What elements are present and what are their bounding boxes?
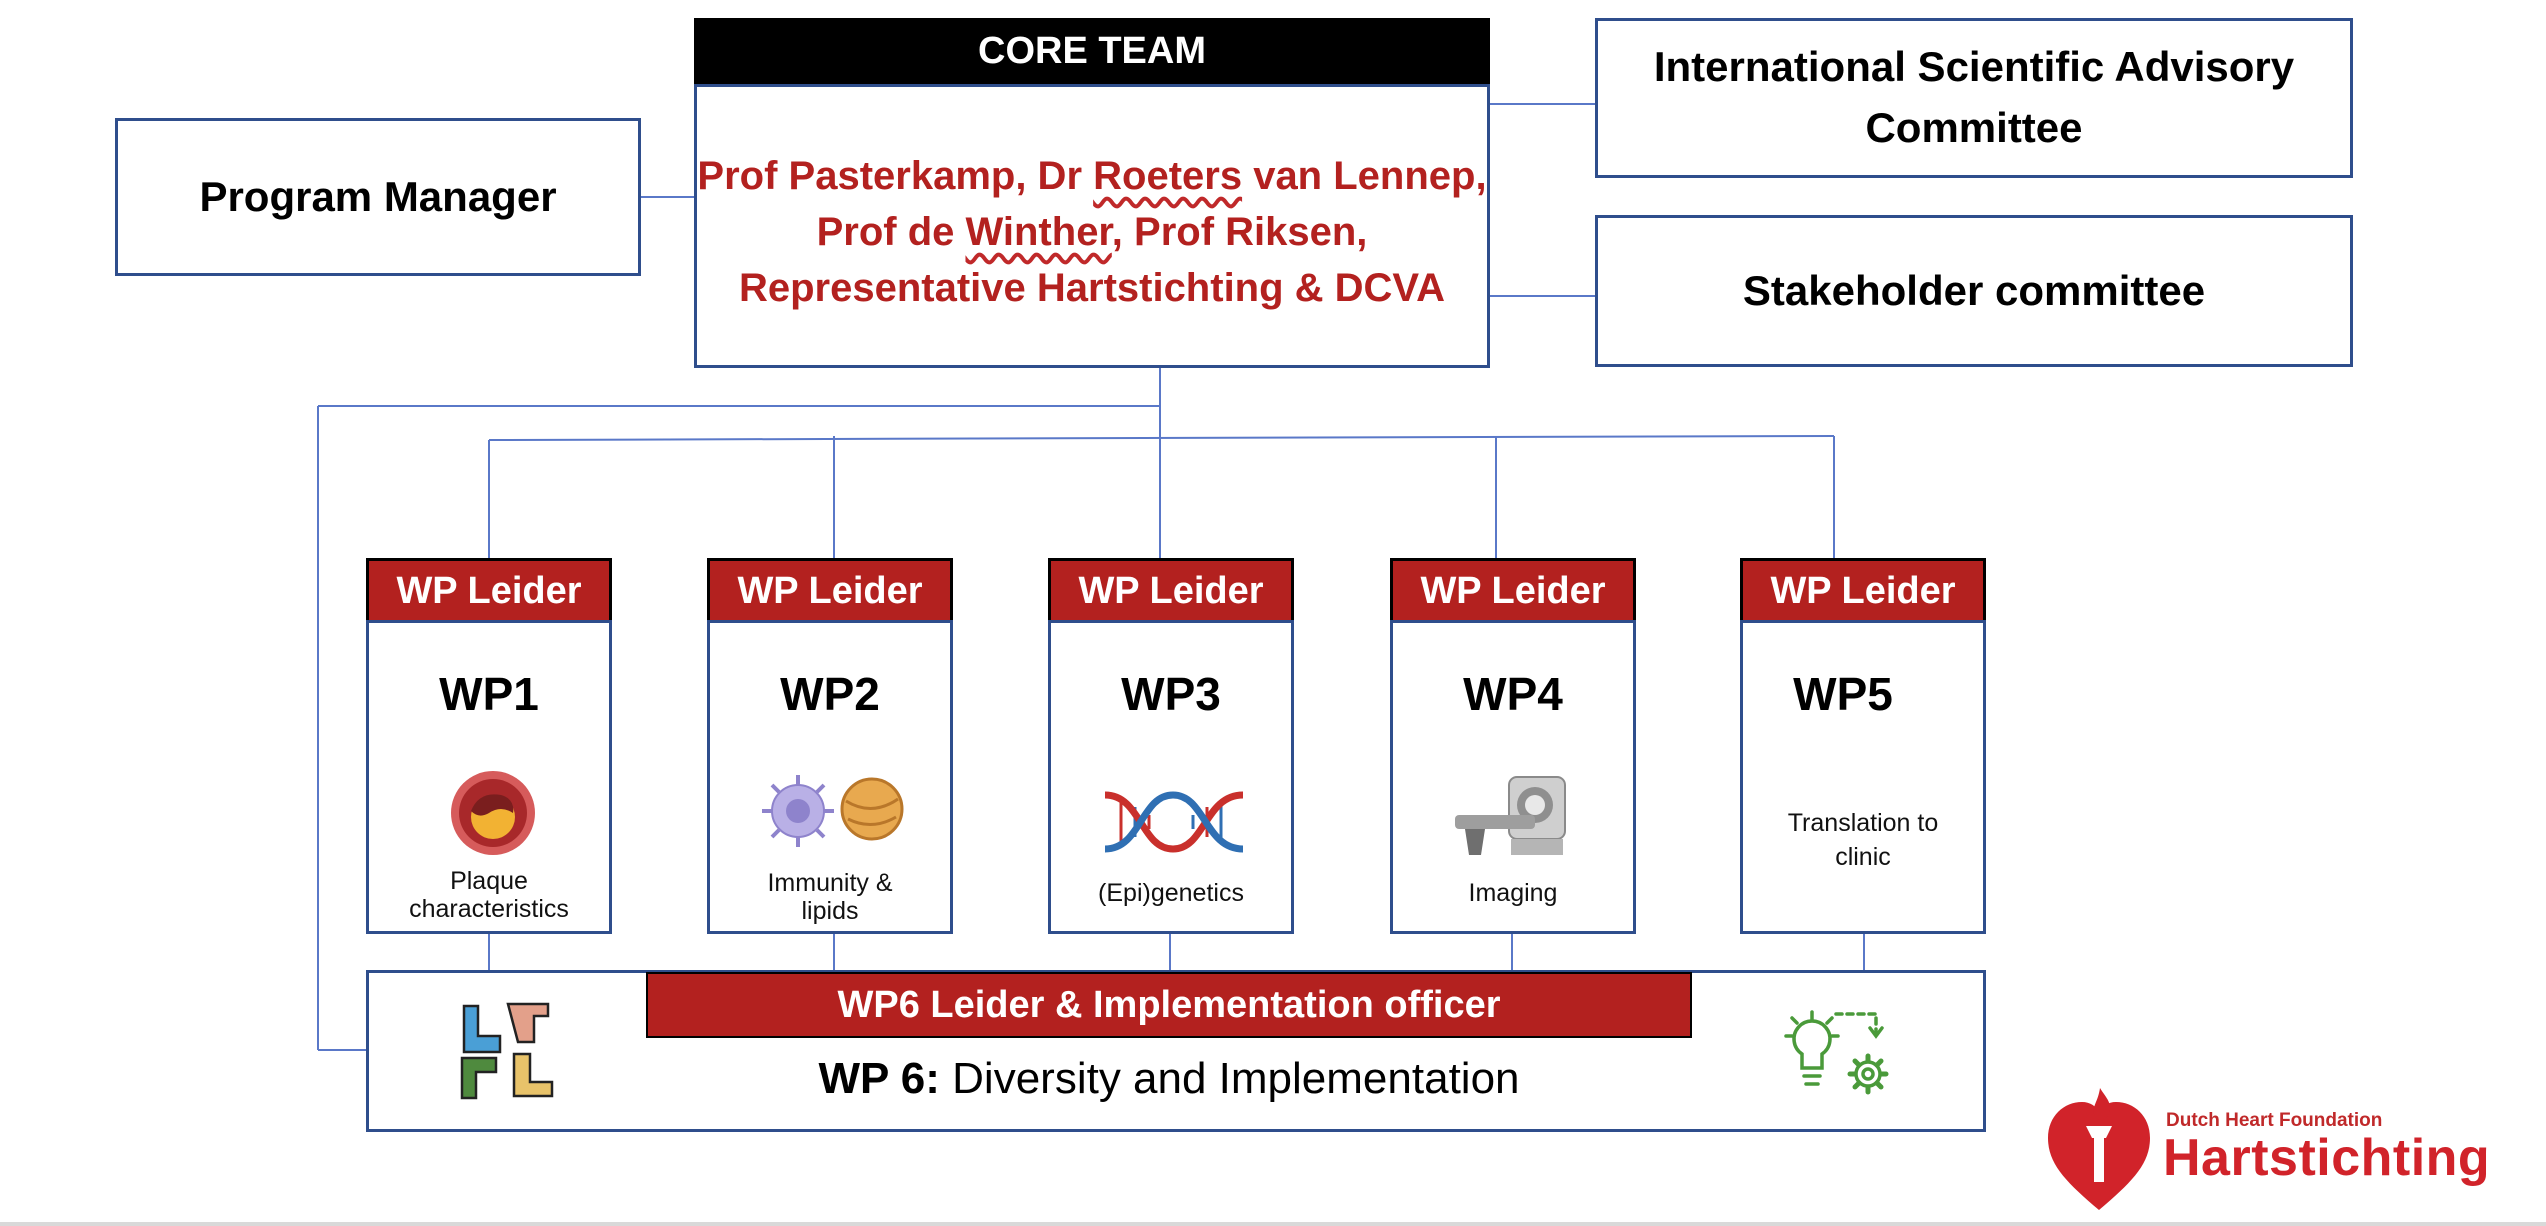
wp-leader-header: WP Leider	[366, 558, 612, 624]
core-team-box	[694, 84, 1490, 368]
immune-cell-icon	[762, 775, 904, 847]
wp1-card: WP Leider WP1 Plaque characteristics	[366, 558, 612, 934]
wp-body: WP5 Translation to clinic	[1740, 620, 1986, 934]
wp4-card: WP Leider WP4 Imaging	[1390, 558, 1636, 934]
plaque-icon	[451, 771, 535, 855]
idea-to-gear-icon	[1784, 1010, 1889, 1095]
logo-title: Hartstichting	[2163, 1129, 2491, 1187]
core-member-text: Prof Pasterkamp, Dr	[697, 154, 1094, 198]
wp-caption-line1: Immunity &	[767, 869, 893, 897]
core-team-header: CORE TEAM	[694, 18, 1490, 84]
wp-body: WP2 Immunity & lipids	[707, 620, 953, 934]
wp-leader-header: WP Leider	[1740, 558, 1986, 624]
heart-torch-icon	[2048, 1088, 2150, 1210]
wp-body: WP3 (Epi)genetics	[1048, 620, 1294, 934]
core-member-text: van Lennep,	[1242, 154, 1487, 198]
wp-leader-header: WP Leider	[1390, 558, 1636, 624]
stakeholder-committee-box: Stakeholder committee	[1595, 215, 2353, 367]
wp6-leader-banner: WP6 Leider & Implementation officer	[646, 972, 1692, 1038]
wp-caption-line1: Plaque	[450, 867, 528, 895]
logo-subtitle: Dutch Heart Foundation	[2166, 1110, 2383, 1131]
diverse-hands-icon	[460, 1002, 554, 1100]
wp-caption-line2: lipids	[801, 897, 859, 925]
wp6-label-bold: WP 6:	[818, 1054, 940, 1103]
wp-title: WP3	[1121, 668, 1221, 720]
wp-caption-line1: Translation to	[1787, 809, 1939, 837]
core-member-name: Roeters	[1093, 154, 1243, 198]
advisory-committee-label-line1: International Scientific Advisory	[1653, 43, 2295, 91]
wp-caption-line2: characteristics	[409, 895, 569, 923]
wp-title: WP2	[780, 668, 880, 720]
wp-caption-line1: Imaging	[1468, 879, 1558, 907]
program-manager-box: Program Manager	[115, 118, 641, 276]
wp-caption-line1: (Epi)genetics	[1098, 879, 1244, 907]
wp-caption-line2: clinic	[1835, 843, 1891, 871]
dna-icon	[1104, 791, 1244, 853]
program-manager-label: Program Manager	[199, 172, 557, 220]
advisory-committee-box: International Scientific Advisory Commit…	[1595, 18, 2353, 178]
stakeholder-committee-label: Stakeholder committee	[1742, 266, 2206, 314]
ct-scanner-icon	[1455, 776, 1566, 855]
core-team-members: Prof Pasterkamp, Dr Roeters van Lennep, …	[694, 148, 1490, 316]
core-member-name: Winther	[965, 210, 1112, 254]
wp-title: WP1	[439, 668, 539, 720]
wp5-card: WP Leider WP5 Translation to clinic	[1740, 558, 1986, 934]
wp-leader-header: WP Leider	[1048, 558, 1294, 624]
wp-title: WP5	[1793, 668, 1893, 720]
wp2-card: WP Leider WP2 Immunity & lipids	[707, 558, 953, 934]
wp3-card: WP Leider WP3 (Epi)genetics	[1048, 558, 1294, 934]
wp6-label: WP 6: Diversity and Implementation	[646, 1054, 1692, 1104]
wp-body: WP4 Imaging	[1390, 620, 1636, 934]
advisory-committee-label-line2: Committee	[1865, 104, 2083, 151]
wp6-label-rest: Diversity and Implementation	[939, 1054, 1520, 1103]
wp-title: WP4	[1463, 668, 1563, 720]
bottom-divider	[0, 1222, 2546, 1226]
core-member-text: , Prof Riksen,	[1111, 210, 1368, 254]
wp-body: WP1 Plaque characteristics	[366, 620, 612, 934]
core-member-text: Prof de	[816, 210, 966, 254]
wp-leader-header: WP Leider	[707, 558, 953, 624]
core-member-text: Representative Hartstichting & DCVA	[738, 266, 1446, 310]
